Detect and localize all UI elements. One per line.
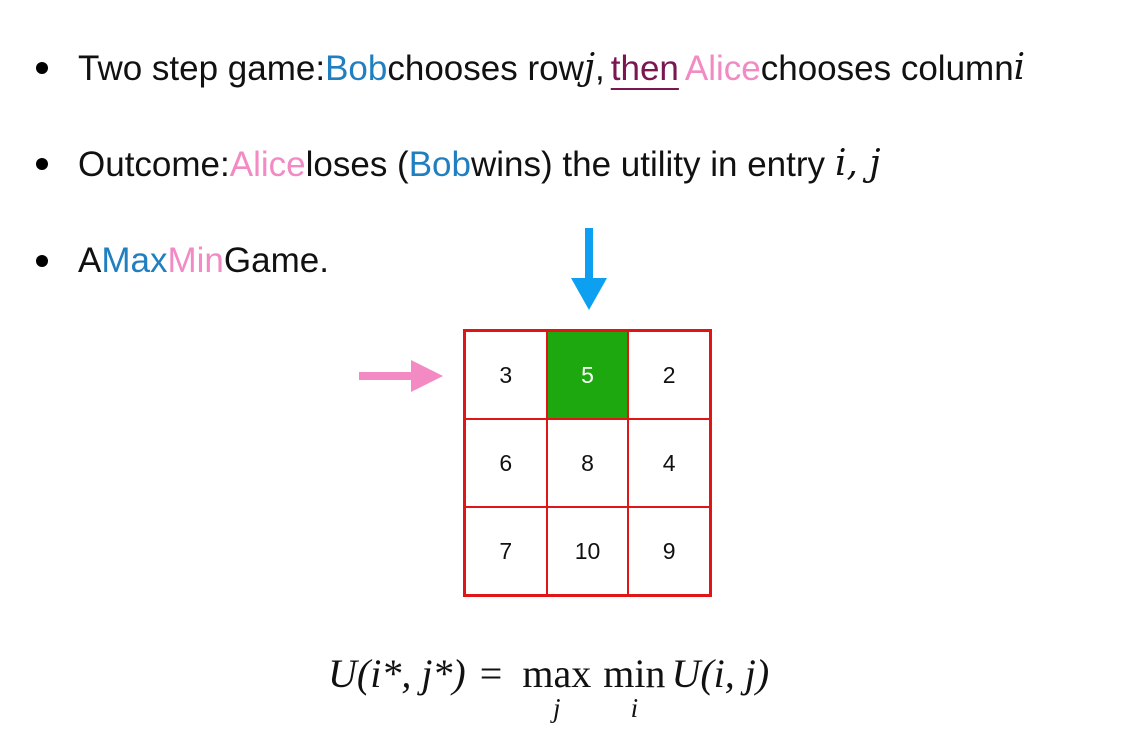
matrix-cell: 7 [465, 507, 547, 595]
matrix-cell: 3 [465, 331, 547, 419]
matrix-cell: 10 [546, 507, 629, 595]
bullet-3-prefix: A [78, 241, 102, 280]
max-label: Max [101, 241, 168, 280]
bullet-1: Two step game: Bob chooses row j , then … [36, 50, 1025, 86]
bullet-1-comma: , [595, 48, 605, 88]
min-operator: min i [603, 650, 665, 724]
alice-label: Alice [229, 144, 306, 184]
formula-lhs: U(i*, j*) [328, 651, 466, 696]
max-subscript: j [553, 693, 561, 723]
matrix-cell: 4 [628, 419, 710, 507]
matrix-cell: 8 [546, 419, 629, 507]
min-text: min [603, 651, 666, 696]
bullet-2-mid1: loses ( [305, 144, 409, 184]
bullet-1-mid1: chooses row [387, 48, 584, 88]
min-label: Min [167, 241, 224, 280]
formula-rhs: U(i, j) [671, 651, 770, 696]
bob-label: Bob [325, 48, 388, 88]
max-operator: max j [522, 650, 591, 724]
entry-variables: i, j [835, 143, 881, 184]
bullet-2: Outcome: Alice loses ( Bob wins) the uti… [36, 146, 881, 182]
row-variable: j [583, 47, 596, 88]
matrix-cell: 9 [628, 507, 710, 595]
down-arrow-icon [571, 228, 607, 310]
matrix-cell-highlighted: 5 [546, 331, 629, 419]
bullet-2-prefix: Outcome: [78, 144, 230, 184]
bob-label: Bob [408, 144, 471, 184]
bullet-2-mid2: wins) the utility in entry [470, 144, 826, 184]
column-variable: i [1013, 47, 1026, 88]
bullet-1-prefix: Two step game: [78, 48, 326, 88]
max-text: max [522, 651, 592, 696]
bullet-1-mid2: chooses column [760, 48, 1014, 88]
payoff-matrix: 3 5 2 6 8 4 7 10 9 [463, 329, 712, 597]
matrix-cell: 6 [465, 419, 547, 507]
min-subscript: i [630, 693, 639, 723]
bullet-3: A Max Min Game. [36, 243, 329, 278]
bullet-dot [36, 254, 48, 267]
alice-label: Alice [684, 48, 761, 88]
bullet-dot [36, 158, 48, 170]
matrix-cell: 2 [628, 331, 710, 419]
formula-equals: = [479, 651, 503, 696]
bullet-3-suffix: Game. [223, 241, 329, 280]
right-arrow-icon [359, 360, 443, 392]
bullet-dot [36, 62, 48, 74]
then-link[interactable]: then [610, 48, 679, 88]
maxmin-formula: U(i*, j*) = max j min i U(i, j) [328, 650, 769, 724]
